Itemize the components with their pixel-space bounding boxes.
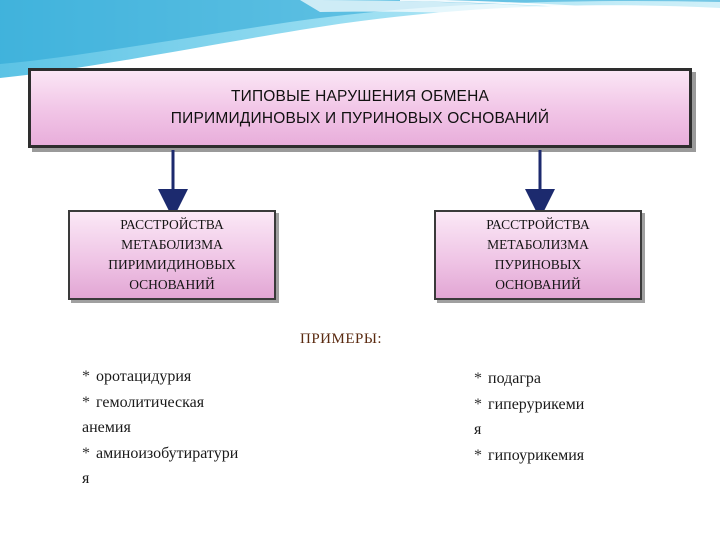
- purine-examples-list: *подагра *гиперурикеми я *гипоурикемия: [474, 366, 634, 468]
- list-item: *оротацидурия: [82, 368, 192, 385]
- left-box-line: МЕТАБОЛИЗМА: [121, 237, 223, 252]
- list-item: *гемолитическая: [82, 393, 205, 411]
- background-wave: [0, 0, 720, 78]
- bullet-icon: *: [82, 393, 90, 411]
- list-item-continuation: я: [474, 421, 482, 438]
- list-item: *гипоурикемия: [474, 446, 585, 464]
- right-box-line: МЕТАБОЛИЗМА: [487, 237, 589, 252]
- examples-label: ПРИМЕРЫ:: [300, 331, 383, 347]
- pyrimidine-examples-list: *оротацидурия *гемолитическая анемия *ам…: [82, 364, 297, 492]
- purine-disorders-box: РАССТРОЙСТВА МЕТАБОЛИЗМА ПУРИНОВЫХ ОСНОВ…: [434, 210, 642, 300]
- left-box-line: РАССТРОЙСТВА: [120, 217, 224, 232]
- title-box: ТИПОВЫЕ НАРУШЕНИЯ ОБМЕНА ПИРИМИДИНОВЫХ И…: [28, 68, 692, 148]
- bullet-icon: *: [82, 444, 90, 462]
- list-item: *аминоизобутиратури: [82, 444, 239, 462]
- list-item-continuation: анемия: [82, 419, 131, 436]
- bullet-icon: *: [474, 446, 482, 464]
- bullet-icon: *: [474, 395, 482, 413]
- list-item: *подагра: [474, 370, 542, 387]
- right-box-line: РАССТРОЙСТВА: [486, 217, 590, 232]
- bullet-icon: *: [82, 368, 90, 385]
- left-box-line: ПИРИМИДИНОВЫХ: [108, 257, 236, 272]
- pyrimidine-disorders-box: РАССТРОЙСТВА МЕТАБОЛИЗМА ПИРИМИДИНОВЫХ О…: [68, 210, 276, 300]
- title-line-1: ТИПОВЫЕ НАРУШЕНИЯ ОБМЕНА: [230, 88, 490, 105]
- right-box-line: ОСНОВАНИЙ: [495, 277, 581, 292]
- right-box-line: ПУРИНОВЫХ: [494, 257, 582, 272]
- left-box-line: ОСНОВАНИЙ: [129, 277, 215, 292]
- bullet-icon: *: [474, 370, 482, 387]
- list-item: *гиперурикеми: [474, 395, 585, 413]
- title-line-2: ПИРИМИДИНОВЫХ И ПУРИНОВЫХ ОСНОВАНИЙ: [170, 110, 550, 127]
- list-item-continuation: я: [82, 470, 90, 487]
